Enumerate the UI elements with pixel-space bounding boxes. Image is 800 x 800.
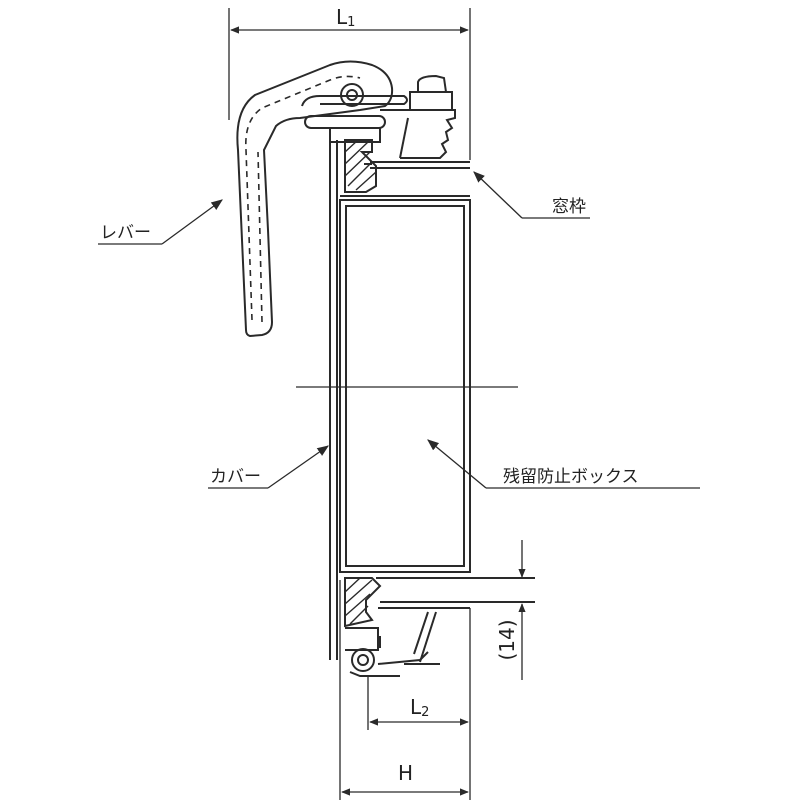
gap-label: (14) — [495, 619, 519, 660]
cover — [329, 140, 338, 660]
bottom-gasket — [344, 577, 382, 628]
h-dimension: H — [339, 580, 471, 800]
gap-dimension: (14) — [495, 540, 526, 680]
window-frame — [364, 161, 470, 169]
l2-main: L — [410, 695, 422, 719]
l1-label: L1 — [336, 5, 355, 30]
leader-box: 残留防止ボックス — [427, 439, 700, 489]
l1-dimension: L1 — [228, 5, 471, 160]
label-lever: レバー — [100, 223, 151, 243]
l2-label: L2 — [410, 695, 429, 720]
l1-main: L — [336, 5, 348, 29]
bottom-hinge — [345, 611, 440, 730]
leader-lever: レバー — [98, 199, 223, 245]
residue-box — [296, 195, 518, 573]
label-window-frame: 窓枠 — [552, 197, 586, 217]
l2-dimension: L2 — [369, 695, 469, 726]
label-box: 残留防止ボックス — [503, 467, 639, 487]
lever — [236, 60, 408, 338]
top-gasket — [344, 139, 377, 193]
leader-window-frame: 窓枠 — [473, 171, 590, 219]
l2-subscript: 2 — [421, 705, 429, 720]
leader-cover: カバー — [208, 445, 329, 489]
h-label: H — [398, 761, 413, 785]
label-cover: カバー — [210, 467, 261, 487]
l1-subscript: 1 — [347, 15, 355, 30]
bottom-window-frame — [376, 577, 535, 609]
top-hinge — [304, 74, 456, 159]
